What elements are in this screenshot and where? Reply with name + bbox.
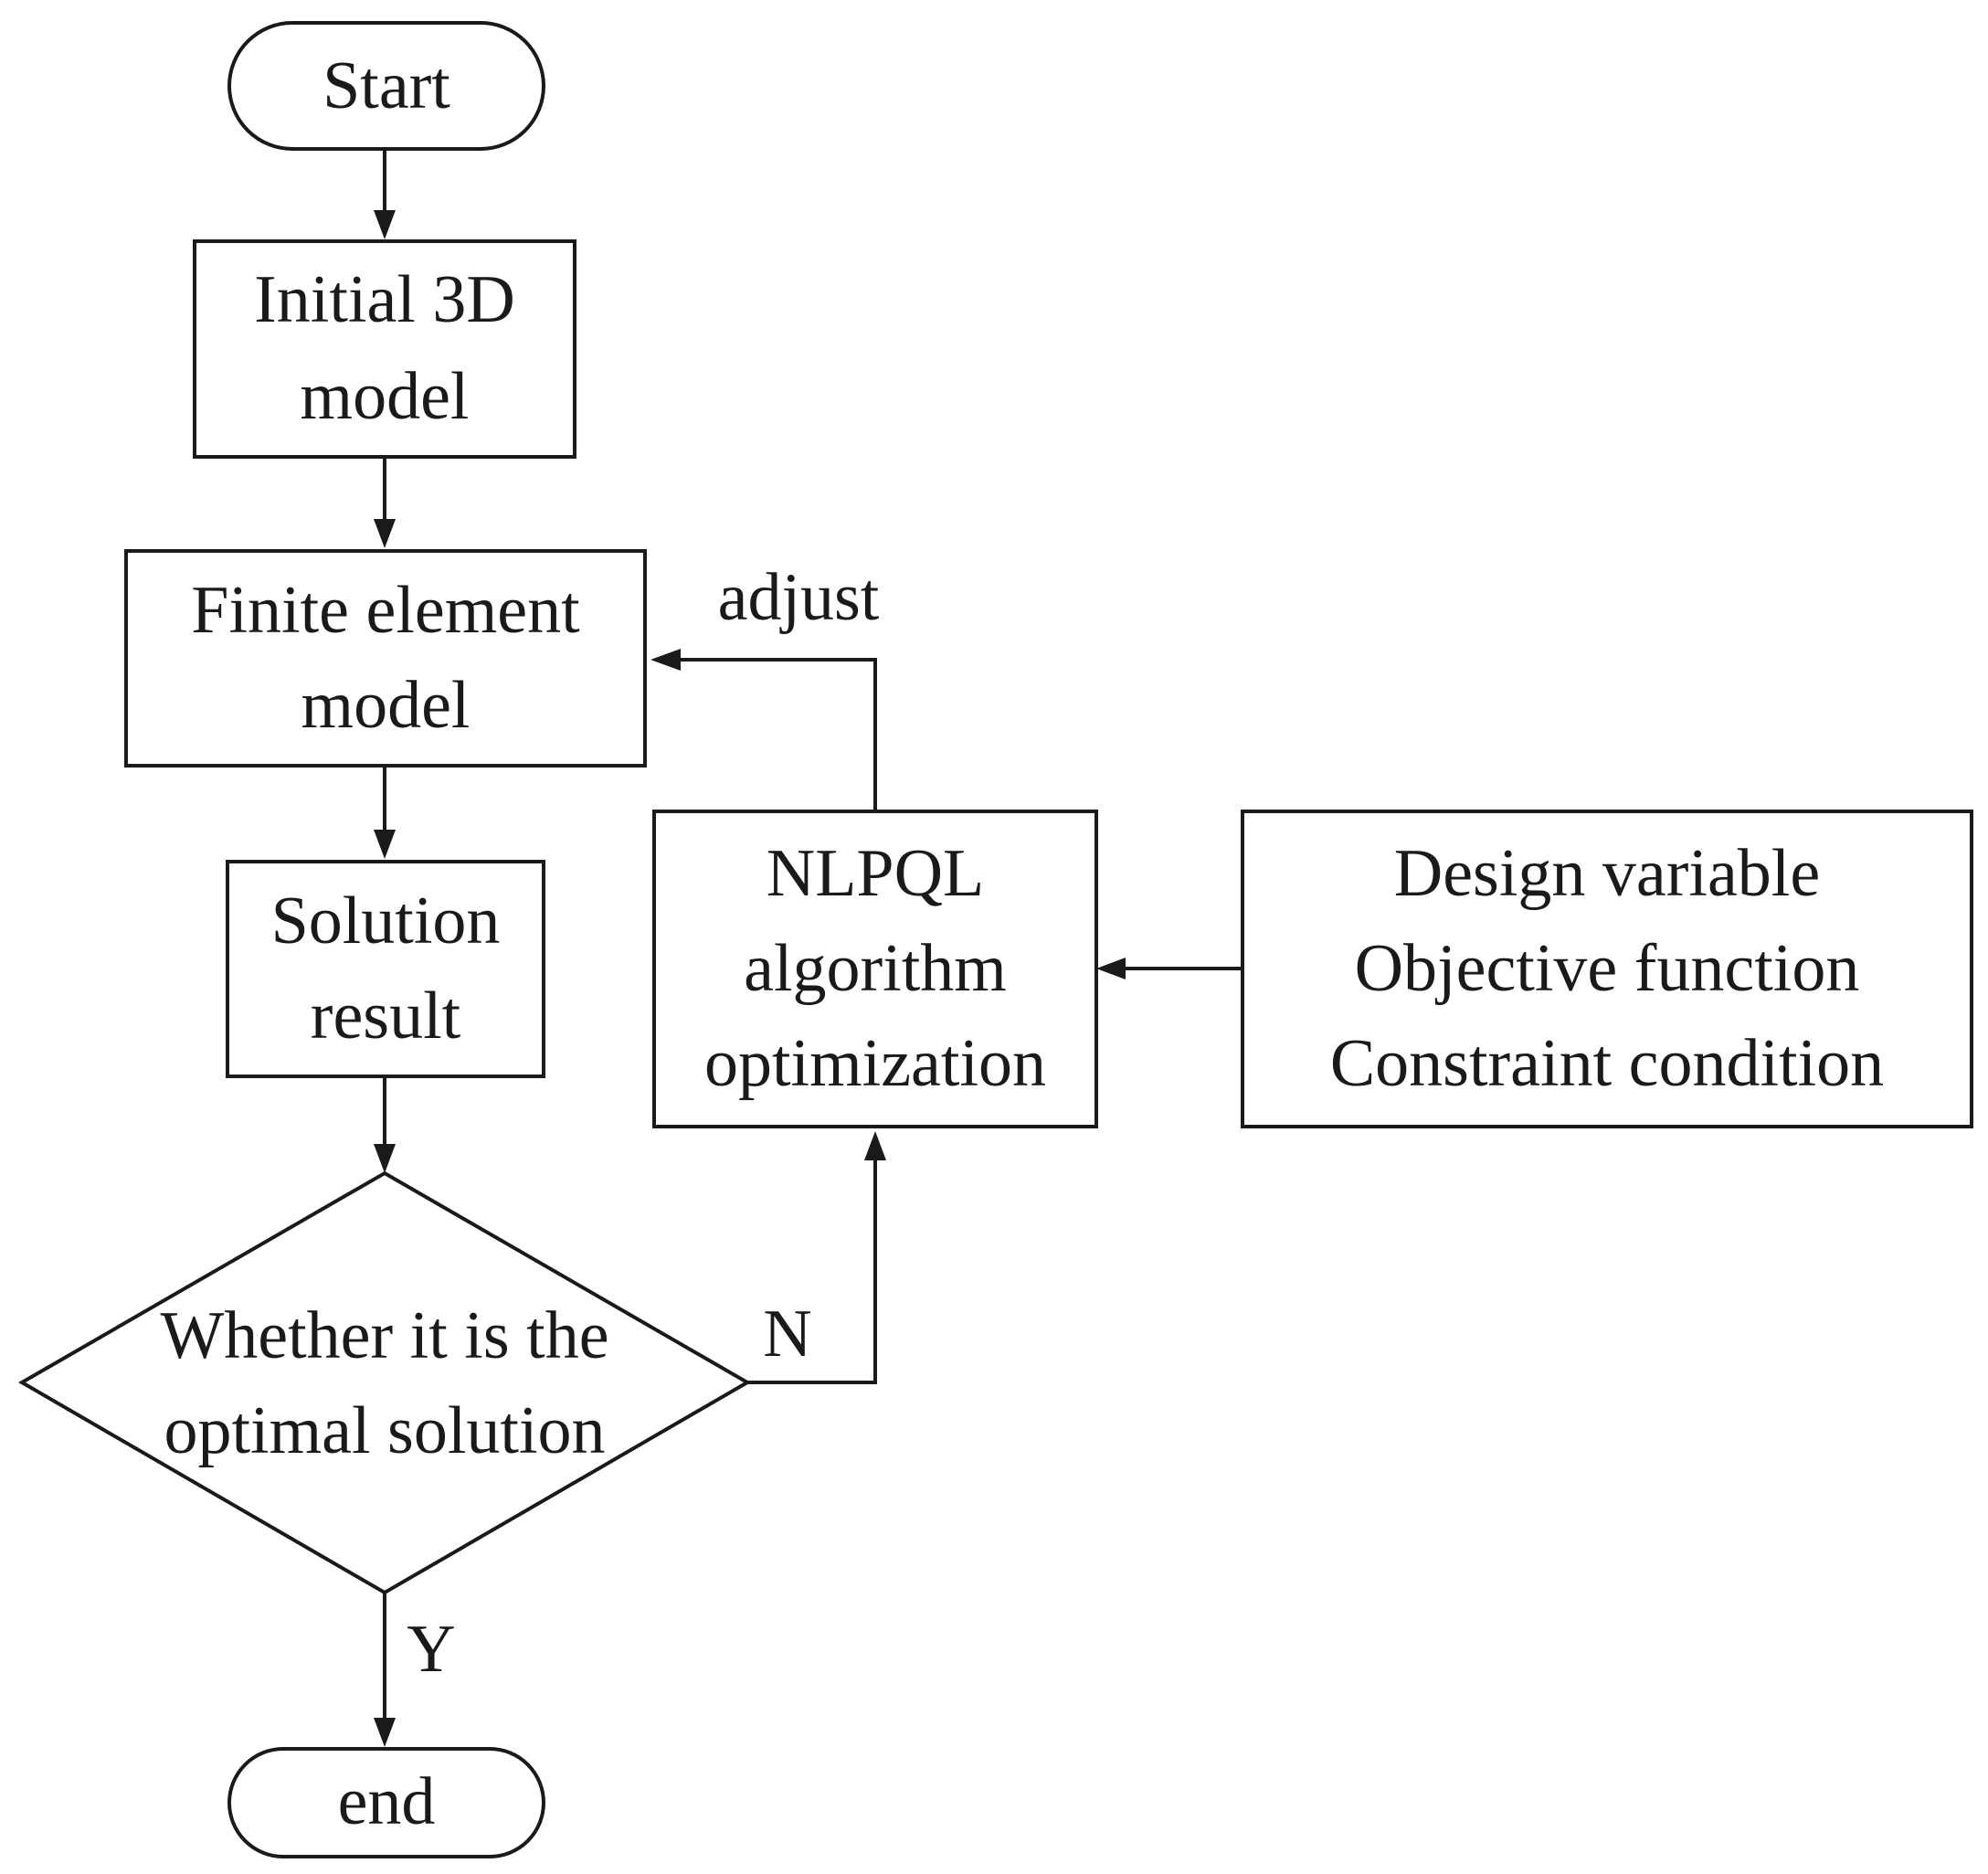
no-edge-label: N [763, 1297, 811, 1371]
yes-edge-label: Y [407, 1612, 455, 1687]
initial-model-box [193, 239, 576, 459]
arrowhead-nlpql-from-decision [864, 1131, 886, 1160]
nlpql-label-line-1: NLPQL [767, 836, 984, 911]
design-inputs-box [1241, 810, 1973, 1128]
end-terminator [227, 1747, 545, 1858]
finite-element-label-line-1: Finite element [191, 573, 580, 648]
start-terminator [227, 21, 545, 151]
initial-model-label-line-1: Initial 3D [254, 262, 515, 337]
arrowhead-initial-model [374, 210, 396, 239]
nlpql-label-line-3: optimization [704, 1026, 1046, 1101]
arrowhead-finite-element-adjust [650, 649, 681, 671]
design-inputs-label-line-1: Design variable [1394, 836, 1820, 911]
solution-result-box [226, 860, 545, 1078]
edge-decision-no-to-nlpql [747, 1151, 877, 1384]
adjust-edge-label: adjust [718, 560, 880, 635]
solution-result-label-line-2: result [311, 979, 461, 1053]
arrowhead-decision [374, 1144, 396, 1173]
initial-model-label-line-2: model [301, 359, 470, 434]
edge-nlpql-adjust-to-finite-element [671, 658, 877, 811]
design-inputs-label-line-3: Constraint condition [1330, 1026, 1884, 1101]
decision-label-line-1: Whether it is the [160, 1298, 608, 1373]
arrowhead-solution [374, 830, 396, 859]
start-label: Start [323, 48, 450, 123]
decision-label-line-2: optimal solution [164, 1393, 605, 1468]
nlpql-box [652, 810, 1098, 1128]
finite-element-label-line-2: model [301, 668, 471, 743]
end-label: end [338, 1764, 436, 1839]
nlpql-label-line-2: algorithm [744, 931, 1007, 1006]
design-inputs-label-line-2: Objective function [1355, 931, 1860, 1006]
arrowhead-finite-element [374, 519, 396, 548]
arrowhead-nlpql-from-inputs [1096, 958, 1126, 979]
arrowhead-end [374, 1718, 396, 1747]
finite-element-box [124, 549, 647, 768]
solution-result-label-line-1: Solution [271, 884, 501, 958]
decision-diamond [18, 1170, 751, 1595]
